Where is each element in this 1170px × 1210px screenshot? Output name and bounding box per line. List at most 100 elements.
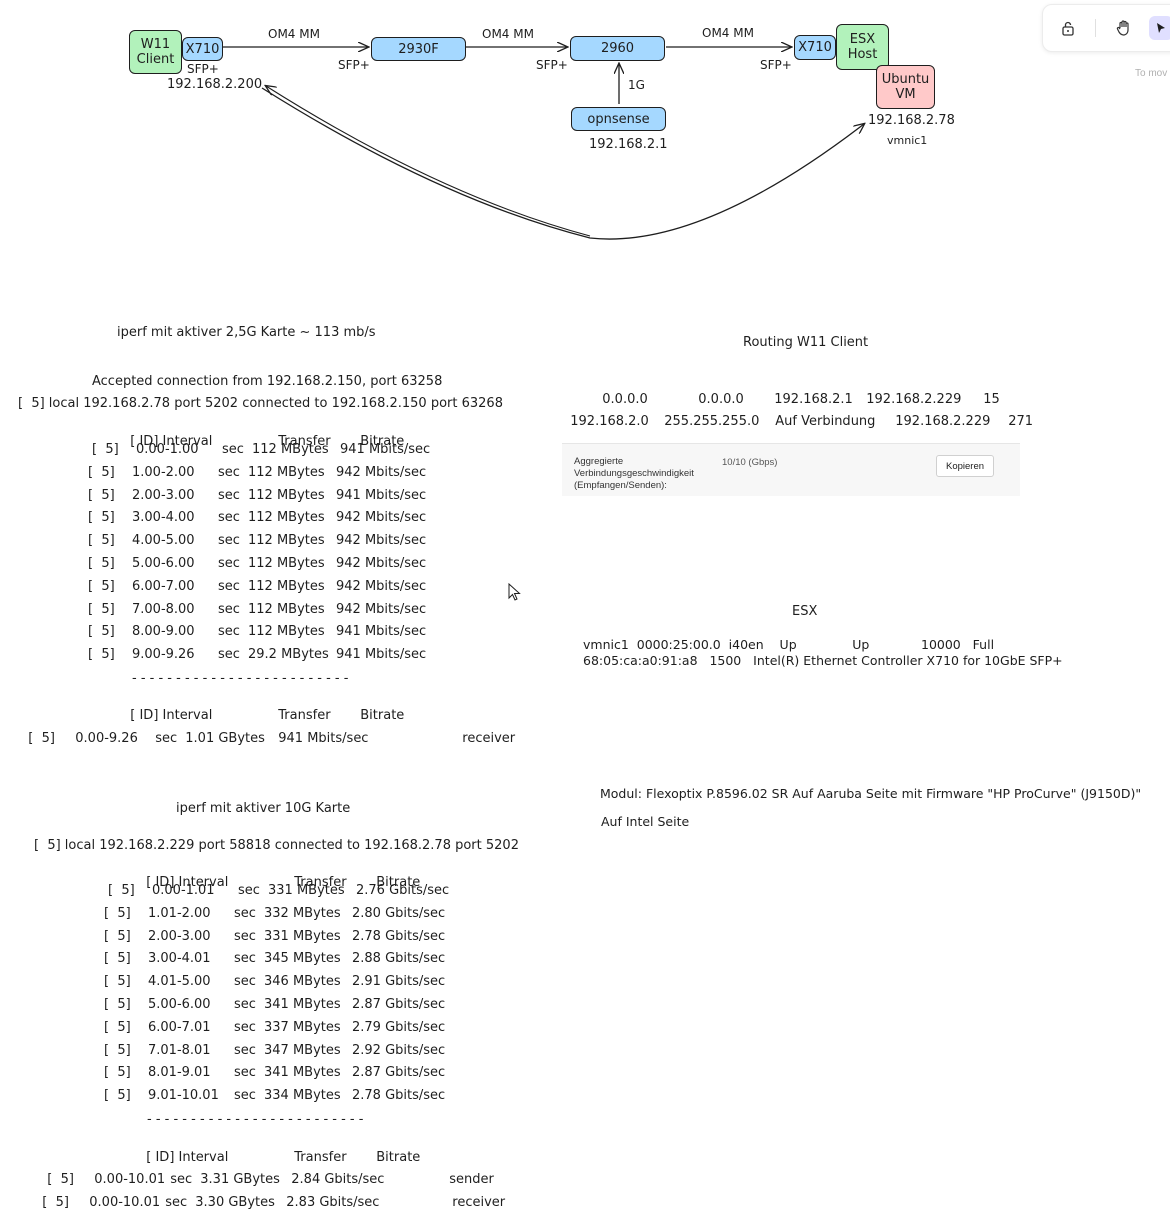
row-transfer: 331 MBytes xyxy=(264,928,341,944)
header-transfer: Transfer xyxy=(278,434,331,449)
header-transfer: Transfer xyxy=(294,1150,347,1165)
summary-bitrate: 941 Mbits/sec xyxy=(278,731,369,746)
row-unit: sec xyxy=(234,1065,256,1081)
row-unit: sec xyxy=(222,442,244,457)
esx-host-node: ESX Host xyxy=(836,24,889,70)
row-unit: sec xyxy=(238,883,260,898)
header-id: [ ID] Interval xyxy=(146,1150,229,1165)
header-id: [ ID] Interval xyxy=(130,708,213,723)
row-id: [ 5] xyxy=(88,533,115,549)
header-bitrate: Bitrate xyxy=(360,434,405,449)
row-transfer: 112 MBytes xyxy=(252,442,329,457)
row-unit: sec xyxy=(218,487,240,503)
w11-client-node: W11 Client xyxy=(129,30,182,74)
port-label-sfp-4: SFP+ xyxy=(760,58,792,72)
row-interval: 5.00-6.00 xyxy=(132,556,195,571)
row-bitrate: 2.80 Gbits/sec xyxy=(352,905,446,921)
route-metric: 271 xyxy=(1008,414,1034,429)
esx-nic-line-2: 68:05:ca:a0:91:a8 1500 Intel(R) Ethernet… xyxy=(583,653,1063,668)
summary-id: [ 5] xyxy=(28,731,55,746)
summary-interval: 0.00-10.01 xyxy=(94,1172,166,1187)
port-label-sfp-3: SFP+ xyxy=(536,58,568,72)
route-mask: 255.255.255.0 xyxy=(664,414,760,429)
route-dest: 0.0.0.0 xyxy=(602,392,648,407)
select-tool-button[interactable] xyxy=(1149,16,1170,40)
row-unit: sec xyxy=(234,1088,256,1104)
row-unit: sec xyxy=(234,1019,256,1035)
summary-transfer: 3.31 GBytes xyxy=(200,1172,280,1187)
row-unit: sec xyxy=(218,556,240,571)
row-interval: 1.00-2.00 xyxy=(132,464,195,480)
row-id: [ 5] xyxy=(104,928,131,944)
row-interval: 6.00-7.01 xyxy=(148,1019,211,1035)
summary-interval: 0.00-9.26 xyxy=(75,731,138,746)
row-interval: 5.00-6.00 xyxy=(148,997,211,1012)
row-id: [ 5] xyxy=(88,601,115,617)
header-bitrate: Bitrate xyxy=(360,708,405,723)
route-iface: 192.168.2.229 xyxy=(866,392,962,407)
row-transfer: 112 MBytes xyxy=(248,624,325,640)
row-interval: 9.00-9.26 xyxy=(132,647,195,663)
iperf10-separator: - - - - - - - - - - - - - - - - - - - - … xyxy=(147,1112,364,1127)
hand-tool-button[interactable] xyxy=(1112,16,1136,40)
ubuntu-vm-node: Ubuntu VM xyxy=(876,65,935,109)
route-mask: 0.0.0.0 xyxy=(698,392,744,407)
row-unit: sec xyxy=(234,997,256,1012)
header-bitrate: Bitrate xyxy=(376,875,421,890)
row-transfer: 341 MBytes xyxy=(264,1065,341,1081)
lock-button[interactable] xyxy=(1056,16,1080,40)
row-unit: sec xyxy=(234,928,256,944)
row-interval: 8.00-9.00 xyxy=(132,624,195,640)
canvas-toolbar xyxy=(1042,4,1170,52)
row-id: [ 5] xyxy=(88,510,115,526)
port-label-sfp-2: SFP+ xyxy=(338,58,370,72)
row-id: [ 5] xyxy=(88,647,115,663)
link-speed-label: Aggregierte Verbindungsgeschwindigkeit (… xyxy=(574,456,694,491)
row-bitrate: 2.91 Gbits/sec xyxy=(352,974,446,990)
row-bitrate: 2.87 Gbits/sec xyxy=(352,997,446,1012)
summary-unit: sec xyxy=(155,731,178,746)
row-transfer: 337 MBytes xyxy=(264,1019,341,1035)
switch-2930f-node: 2930F xyxy=(371,37,466,61)
row-id: [ 5] xyxy=(88,556,115,571)
row-transfer: 346 MBytes xyxy=(264,974,341,990)
summary-transfer: 1.01 GBytes xyxy=(185,731,265,746)
row-bitrate: 941 Mbits/sec xyxy=(336,487,427,503)
ip-label-client: 192.168.2.200 xyxy=(167,77,263,92)
row-interval: 1.01-2.00 xyxy=(148,905,211,921)
cable-label-om4-3: OM4 MM xyxy=(702,26,754,40)
row-interval: 8.01-9.01 xyxy=(148,1065,211,1081)
routing-title: Routing W11 Client xyxy=(743,335,869,350)
row-bitrate: 942 Mbits/sec xyxy=(336,601,427,617)
cable-label-om4-1: OM4 MM xyxy=(268,27,320,41)
row-id: [ 5] xyxy=(92,442,119,457)
toolbar-hint: To mov xyxy=(1135,68,1168,79)
esx-title: ESX xyxy=(792,604,818,619)
row-transfer: 345 MBytes xyxy=(264,951,341,967)
x710-right-node: X710 xyxy=(794,35,836,60)
vmnic-label: vmnic1 xyxy=(887,134,928,147)
route-gw: 192.168.2.1 xyxy=(774,392,853,407)
row-id: [ 5] xyxy=(108,883,135,898)
copy-button[interactable]: Kopieren xyxy=(936,455,994,477)
row-transfer: 347 MBytes xyxy=(264,1042,341,1058)
row-unit: sec xyxy=(218,601,240,617)
row-interval: 9.01-10.01 xyxy=(148,1088,219,1104)
row-id: [ 5] xyxy=(104,1042,131,1058)
switch-2960-node: 2960 xyxy=(570,36,665,61)
diagram-connections xyxy=(222,0,1170,240)
